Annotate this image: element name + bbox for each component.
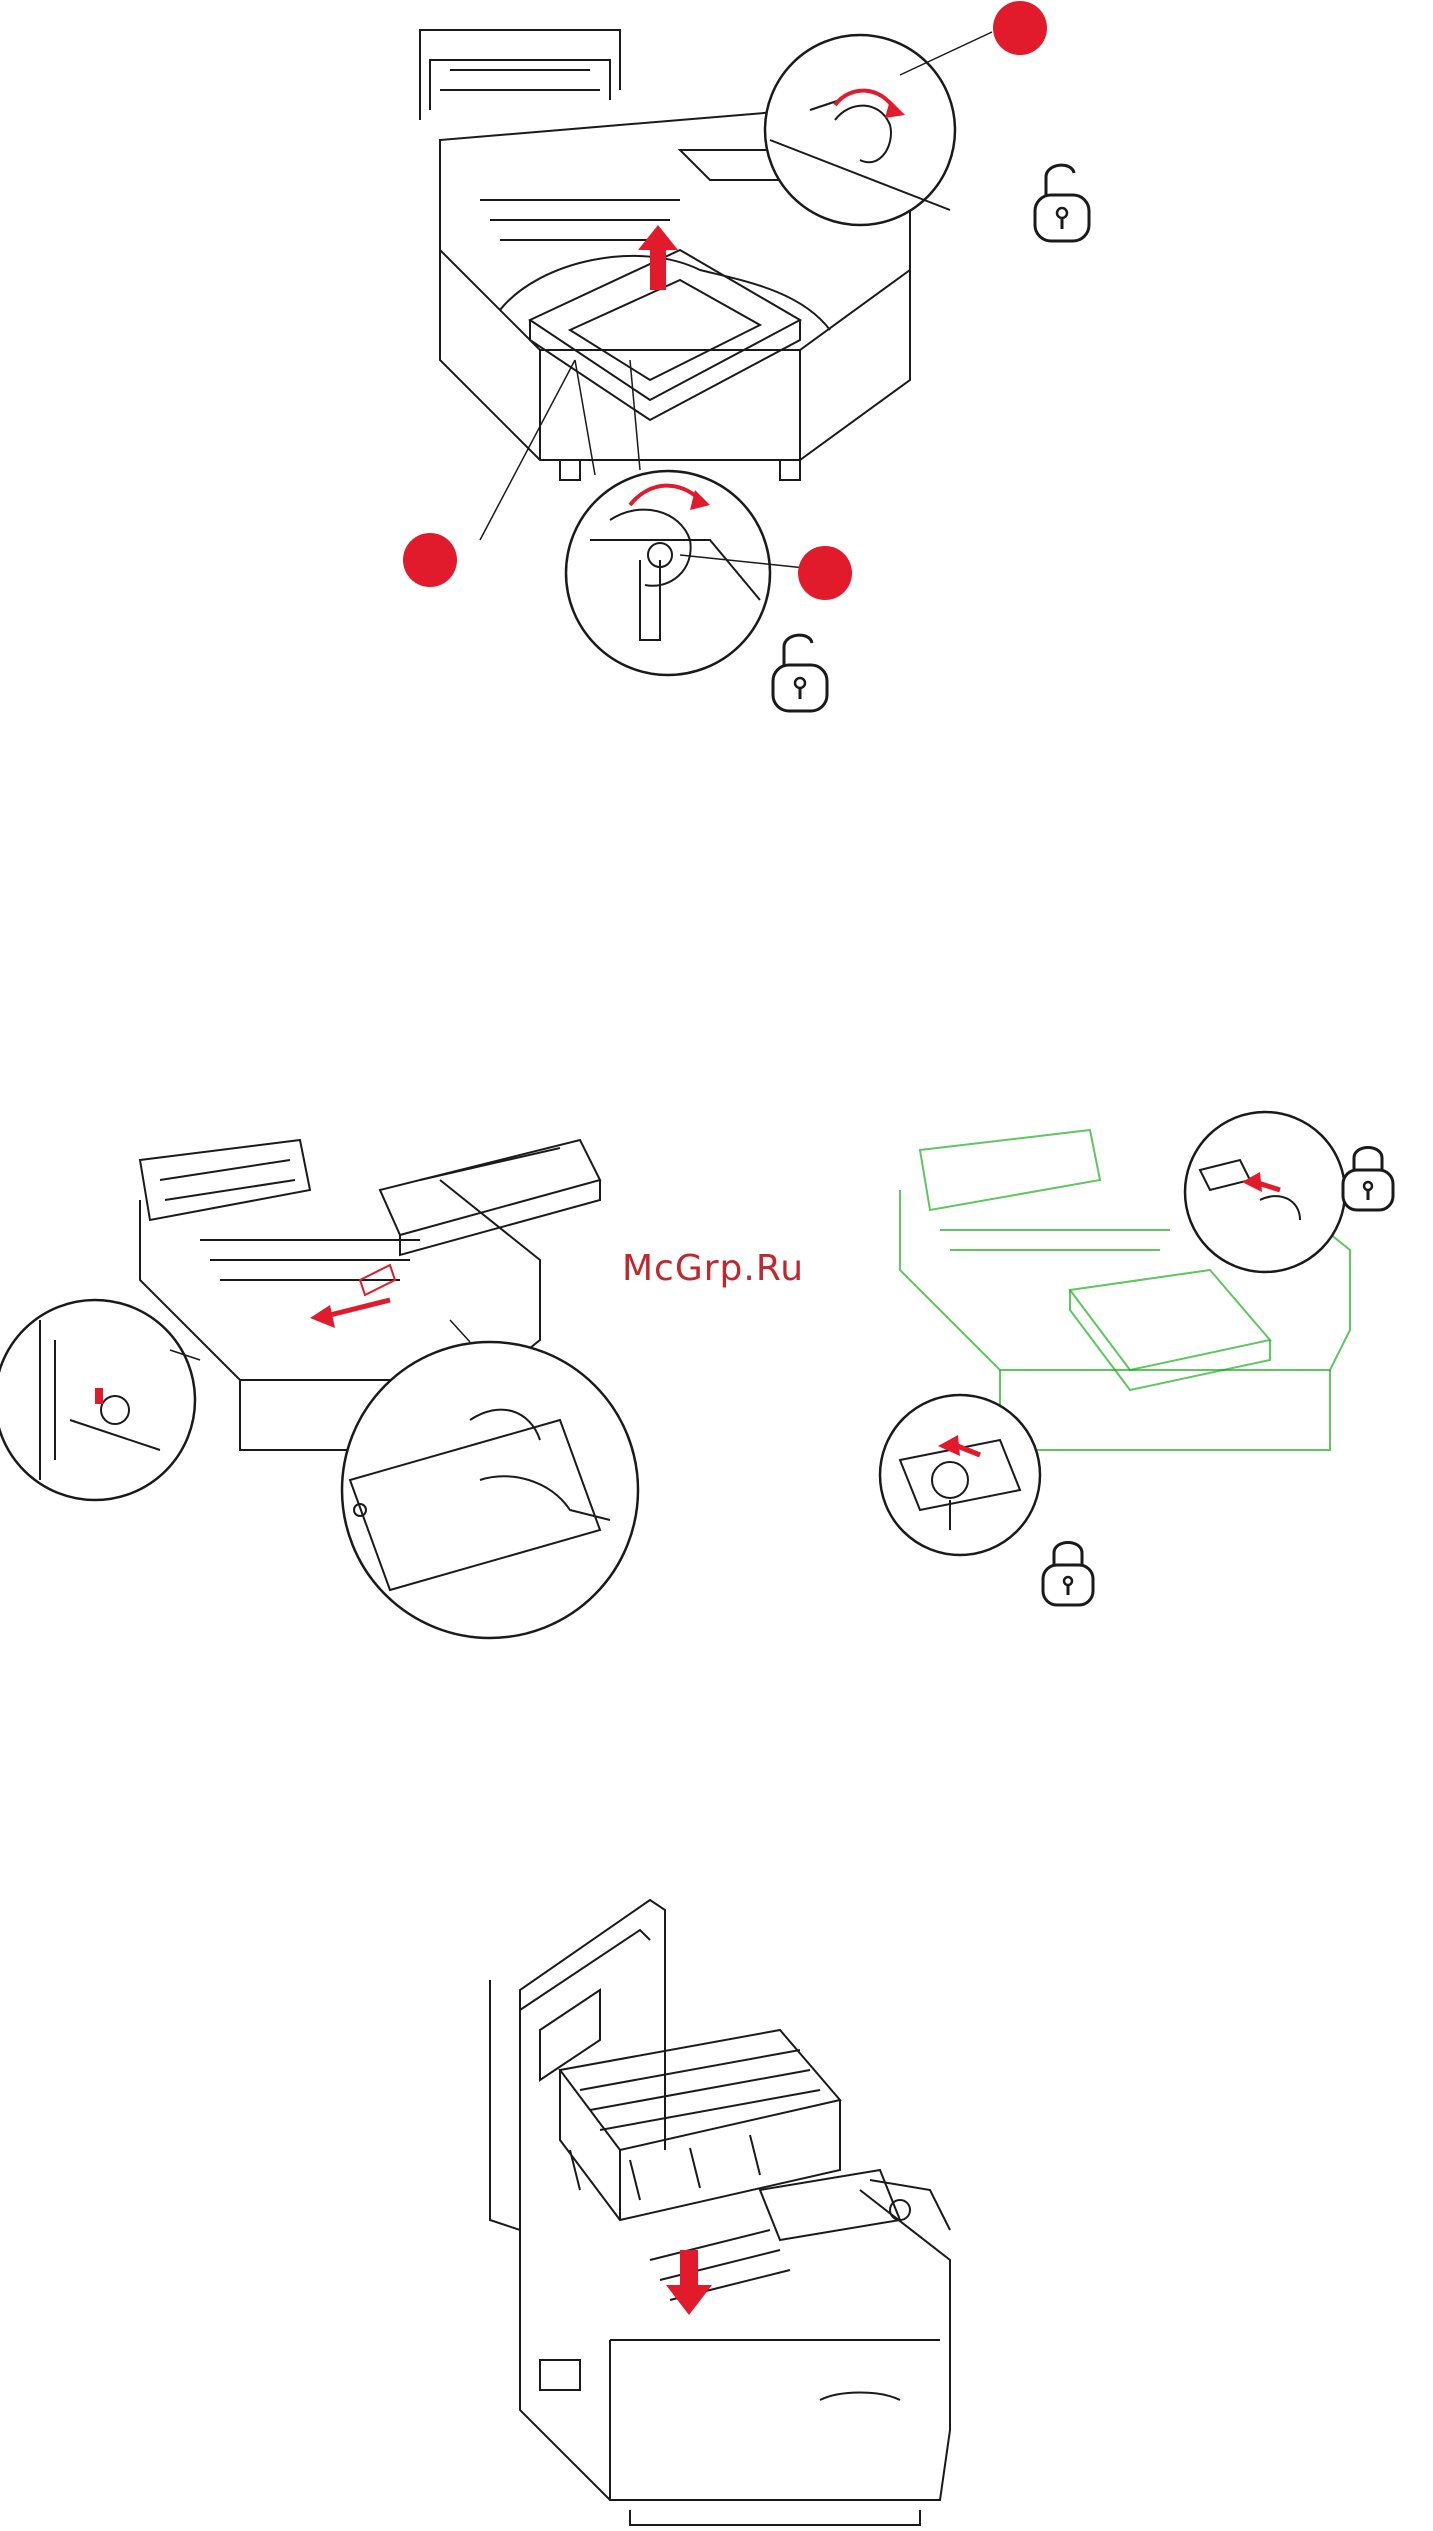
figure-belt-lifting <box>0 1120 650 1640</box>
figure-belt-installed <box>870 1110 1390 1610</box>
down-arrow-icon <box>666 2250 712 2315</box>
detail-circle-bottom-right <box>880 1395 1040 1555</box>
detail-circle-bottom <box>566 471 770 675</box>
printer-illustration-4 <box>480 1890 980 2530</box>
figure-belt-removal <box>380 0 1100 720</box>
unlock-icon <box>1032 155 1092 245</box>
figure-drum-reinsertion <box>480 1890 980 2530</box>
callout-dot-2 <box>403 533 457 587</box>
watermark-text: McGrp.Ru <box>622 1248 804 1289</box>
up-arrow-icon <box>638 225 678 290</box>
printer-illustration-3 <box>870 1110 1390 1610</box>
detail-circle-right <box>342 1342 638 1638</box>
callout-dot-3 <box>798 546 852 600</box>
callout-dot-1 <box>993 1 1047 55</box>
detail-circle-top-right <box>1185 1112 1345 1272</box>
lock-icon <box>1340 1140 1396 1212</box>
detail-circle-top <box>765 35 955 225</box>
printer-illustration-2 <box>0 1120 650 1640</box>
unlock-icon <box>770 625 830 715</box>
printer-illustration-1 <box>380 0 1100 720</box>
left-arrow-icon <box>310 1305 335 1328</box>
lock-icon <box>1040 1535 1096 1607</box>
